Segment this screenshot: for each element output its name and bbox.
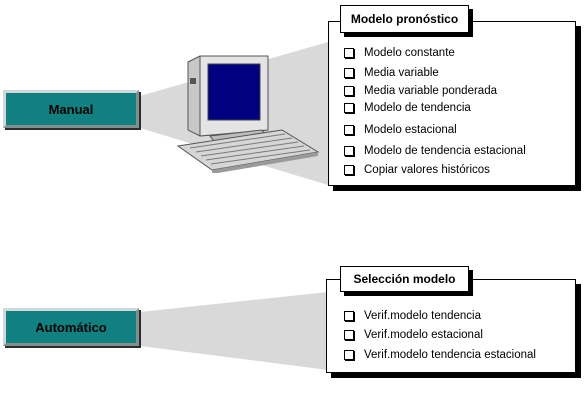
checkbox-icon[interactable] xyxy=(344,86,354,96)
checkbox-icon[interactable] xyxy=(344,125,354,135)
computer-icon xyxy=(176,55,320,173)
checkbox-icon[interactable] xyxy=(344,350,354,360)
checkbox-icon[interactable] xyxy=(344,103,354,113)
option-moving-average[interactable]: Media variable xyxy=(344,67,439,79)
option-check-seasonal-trend[interactable]: Verif.modelo tendencia estacional xyxy=(344,349,536,361)
option-label: Modelo de tendencia estacional xyxy=(364,145,526,157)
model-selection-title: Selección modelo xyxy=(340,266,469,292)
checkbox-icon[interactable] xyxy=(344,146,354,156)
checkbox-icon[interactable] xyxy=(344,68,354,78)
forecast-model-panel xyxy=(328,21,576,186)
option-seasonal-trend-model[interactable]: Modelo de tendencia estacional xyxy=(344,145,526,157)
checkbox-icon[interactable] xyxy=(344,165,354,175)
option-copy-historical[interactable]: Copiar valores históricos xyxy=(344,164,490,176)
option-label: Verif.modelo tendencia xyxy=(364,310,481,322)
manual-button-label: Manual xyxy=(48,101,94,117)
option-trend-model[interactable]: Modelo de tendencia xyxy=(344,102,471,114)
option-label: Modelo estacional xyxy=(364,124,457,136)
automatic-button-label: Automático xyxy=(35,319,107,335)
option-label: Copiar valores históricos xyxy=(364,164,490,176)
forecast-model-title: Modelo pronóstico xyxy=(340,5,469,33)
option-label: Verif.modelo estacional xyxy=(364,329,483,341)
option-seasonal-model[interactable]: Modelo estacional xyxy=(344,124,457,136)
model-selection-title-text: Selección modelo xyxy=(353,272,456,286)
manual-button[interactable]: Manual xyxy=(3,90,139,128)
option-check-seasonal[interactable]: Verif.modelo estacional xyxy=(344,329,483,341)
option-label: Media variable ponderada xyxy=(364,85,497,97)
option-constant-model[interactable]: Modelo constante xyxy=(344,47,455,59)
option-weighted-moving-average[interactable]: Media variable ponderada xyxy=(344,85,497,97)
option-label: Media variable xyxy=(364,67,439,79)
automatic-beam xyxy=(140,292,328,370)
checkbox-icon[interactable] xyxy=(344,48,354,58)
option-label: Modelo constante xyxy=(364,47,455,59)
option-label: Verif.modelo tendencia estacional xyxy=(364,349,536,361)
forecast-model-title-text: Modelo pronóstico xyxy=(350,12,459,26)
automatic-button[interactable]: Automático xyxy=(3,308,139,346)
checkbox-icon[interactable] xyxy=(344,311,354,321)
model-selection-panel xyxy=(326,279,576,373)
option-label: Modelo de tendencia xyxy=(364,102,471,114)
option-check-trend[interactable]: Verif.modelo tendencia xyxy=(344,310,481,322)
checkbox-icon[interactable] xyxy=(344,330,354,340)
